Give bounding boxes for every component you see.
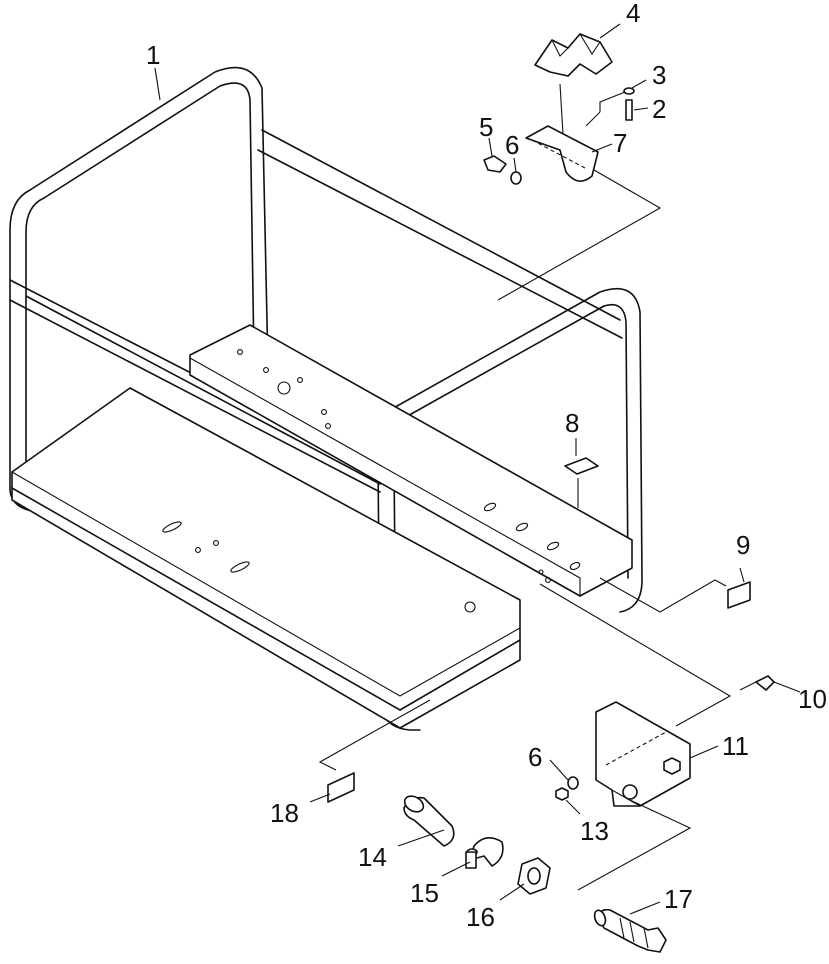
engine-mount-bracket [483, 33, 662, 301]
engine-rail [189, 324, 633, 597]
callout-5: 5 [479, 112, 493, 142]
side-bracket-assembly [539, 583, 775, 891]
callout-9: 9 [736, 530, 750, 560]
callout-4: 4 [626, 0, 640, 28]
decal-8 [564, 438, 599, 508]
callout-labels: 1 2 3 4 5 6 7 8 9 10 11 6 13 14 15 16 17… [146, 0, 827, 932]
callout-2: 2 [652, 94, 666, 124]
base-plate [11, 387, 521, 729]
callout-6-bottom: 6 [528, 742, 542, 772]
callout-6-top: 6 [505, 130, 519, 160]
callout-10: 10 [798, 684, 827, 714]
callout-16: 16 [466, 902, 495, 932]
leader-lines [154, 23, 801, 915]
decal-9 [599, 577, 751, 613]
callout-7: 7 [613, 128, 627, 158]
decal-18 [318, 699, 431, 803]
callout-1: 1 [146, 40, 160, 70]
callout-17: 17 [664, 884, 693, 914]
callout-15: 15 [410, 878, 439, 908]
callout-13: 13 [580, 816, 609, 846]
callout-14: 14 [358, 842, 387, 872]
callout-18: 18 [270, 798, 299, 828]
callout-8: 8 [565, 408, 579, 438]
drain-fittings [403, 795, 667, 953]
callout-3: 3 [652, 60, 666, 90]
callout-11: 11 [722, 731, 749, 761]
